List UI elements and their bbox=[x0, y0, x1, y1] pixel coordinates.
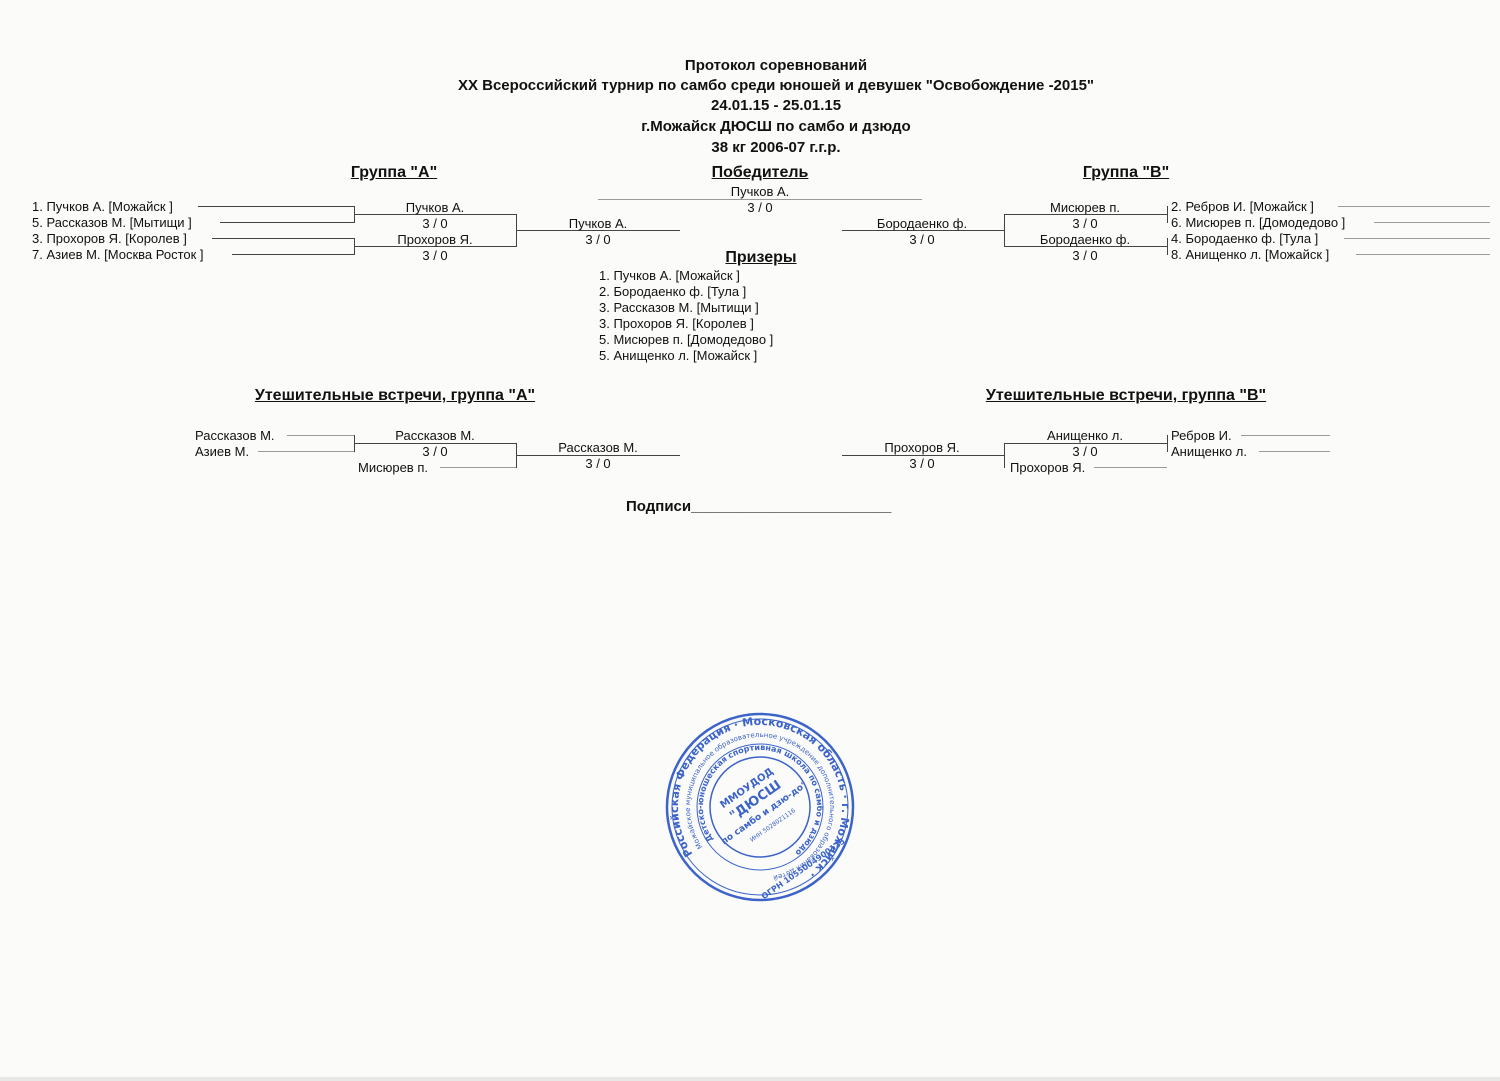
bracket-line bbox=[354, 246, 516, 247]
header-line-5: 38 кг 2006-07 г.г.р. bbox=[711, 139, 841, 156]
group-b-semi2-score: 3 / 0 bbox=[1072, 248, 1098, 263]
group-b-entry-1: 2. Ребров И. [Можайск ] bbox=[1171, 199, 1314, 214]
bracket-line bbox=[1241, 435, 1330, 436]
group-b-semi1-score: 3 / 0 bbox=[1072, 216, 1098, 231]
bracket-line bbox=[198, 206, 354, 207]
signatures-field: Подписи________________________ bbox=[626, 498, 891, 516]
bracket-line bbox=[1094, 467, 1167, 468]
group-a-final-name: Пучков А. bbox=[568, 216, 628, 231]
group-b-entry-2: 6. Мисюрев п. [Домодедово ] bbox=[1171, 215, 1346, 230]
group-a-semi1-name: Пучков А. bbox=[405, 200, 465, 215]
group-b-final-name: Бородаенко ф. bbox=[876, 216, 968, 231]
bracket-line bbox=[354, 214, 516, 215]
stamp-middle-text: Можайское муниципальное образовательное … bbox=[660, 707, 860, 907]
header-line-2: XX Всероссийский турнир по самбо среди ю… bbox=[457, 77, 1095, 94]
group-b-entry-3: 4. Бородаенко ф. [Тула ] bbox=[1171, 231, 1319, 246]
bracket-line bbox=[1374, 222, 1490, 223]
bracket-line bbox=[1167, 435, 1168, 452]
winner-score: 3 / 0 bbox=[747, 200, 773, 215]
consolation-b-r1-score: 3 / 0 bbox=[1072, 444, 1098, 459]
winner-line bbox=[598, 199, 922, 200]
consolation-a-player-1: Рассказов М. bbox=[195, 428, 275, 443]
bracket-line bbox=[1004, 443, 1005, 468]
consolation-b-final-score: 3 / 0 bbox=[909, 456, 935, 471]
consolation-a-player-2: Азиев М. bbox=[195, 444, 250, 459]
bracket-line bbox=[1167, 238, 1168, 255]
stamp-ring bbox=[696, 743, 824, 871]
prizer-item: 5. Анищенко л. [Можайск ] bbox=[599, 348, 758, 363]
header-line-3: 24.01.15 - 25.01.15 bbox=[710, 97, 842, 114]
stamp-ring bbox=[665, 712, 855, 902]
signatures-line: ________________________ bbox=[691, 498, 892, 515]
bracket-line bbox=[516, 230, 680, 231]
group-a-semi1-score: 3 / 0 bbox=[422, 216, 448, 231]
group-a-entry-2: 5. Рассказов М. [Мытищи ] bbox=[32, 215, 192, 230]
consolation-a-final-score: 3 / 0 bbox=[585, 456, 611, 471]
bracket-line bbox=[516, 455, 680, 456]
prizer-item: 3. Прохоров Я. [Королев ] bbox=[599, 316, 754, 331]
consolation-b-title: Утешительные встречи, группа "В" bbox=[985, 387, 1267, 404]
stamp-ring bbox=[709, 756, 811, 858]
bracket-line bbox=[232, 254, 354, 255]
consolation-b-player-1: Ребров И. bbox=[1171, 428, 1232, 443]
group-b-title: Группа "В" bbox=[1082, 164, 1170, 181]
prizer-item: 3. Рассказов М. [Мытищи ] bbox=[599, 300, 759, 315]
group-a-entry-4: 7. Азиев М. [Москва Росток ] bbox=[32, 247, 204, 262]
bracket-line bbox=[1356, 254, 1490, 255]
consolation-b-r1-opponent: Прохоров Я. bbox=[1010, 460, 1086, 475]
bracket-line bbox=[1167, 206, 1168, 223]
prizers-title: Призеры bbox=[725, 249, 797, 266]
prizer-item: 5. Мисюрев п. [Домодедово ] bbox=[599, 332, 774, 347]
scan-edge bbox=[0, 1077, 1500, 1081]
bracket-line bbox=[287, 435, 354, 436]
stamp-ring bbox=[671, 718, 849, 896]
group-a-semi2-name: Прохоров Я. bbox=[397, 232, 473, 247]
bracket-line bbox=[1004, 214, 1167, 215]
bracket-line bbox=[842, 230, 1004, 231]
prizer-item: 1. Пучков А. [Можайск ] bbox=[599, 268, 740, 283]
bracket-line bbox=[212, 238, 354, 239]
group-a-entry-3: 3. Прохоров Я. [Королев ] bbox=[32, 231, 187, 246]
group-a-title: Группа "А" bbox=[350, 164, 438, 181]
consolation-a-title: Утешительные встречи, группа "А" bbox=[254, 387, 536, 404]
winner-name: Пучков А. bbox=[730, 184, 790, 199]
winner-title: Победитель bbox=[711, 164, 809, 181]
consolation-a-final-name: Рассказов М. bbox=[558, 440, 638, 455]
consolation-b-r1-name: Анищенко л. bbox=[1047, 428, 1123, 443]
bracket-line bbox=[1338, 206, 1490, 207]
signatures-label: Подписи bbox=[626, 498, 692, 515]
bracket-line bbox=[1004, 443, 1167, 444]
group-b-final-score: 3 / 0 bbox=[909, 232, 935, 247]
official-stamp: Российская Федерация · Московская област… bbox=[660, 707, 860, 907]
group-a-entry-1: 1. Пучков А. [Можайск ] bbox=[32, 199, 173, 214]
header-line-4: г.Можайск ДЮСШ по самбо и дзюдо bbox=[641, 118, 911, 135]
bracket-line bbox=[354, 443, 516, 444]
bracket-line bbox=[1259, 451, 1330, 452]
group-b-semi2-name: Бородаенко ф. bbox=[1039, 232, 1131, 247]
bracket-line bbox=[220, 222, 354, 223]
group-a-final-score: 3 / 0 bbox=[585, 232, 611, 247]
group-a-semi2-score: 3 / 0 bbox=[422, 248, 448, 263]
header-line-1: Протокол соревнований bbox=[684, 57, 868, 74]
bracket-line bbox=[1344, 238, 1490, 239]
prizer-item: 2. Бородаенко ф. [Тула ] bbox=[599, 284, 747, 299]
bracket-line bbox=[258, 451, 354, 452]
consolation-b-player-2: Анищенко л. bbox=[1171, 444, 1247, 459]
consolation-a-r1-opponent: Мисюрев п. bbox=[358, 460, 428, 475]
consolation-a-r1-name: Рассказов М. bbox=[395, 428, 475, 443]
bracket-line bbox=[440, 467, 516, 468]
group-b-semi1-name: Мисюрев п. bbox=[1050, 200, 1120, 215]
consolation-a-r1-score: 3 / 0 bbox=[422, 444, 448, 459]
bracket-line bbox=[1004, 246, 1167, 247]
group-b-entry-4: 8. Анищенко л. [Можайск ] bbox=[1171, 247, 1330, 262]
bracket-line bbox=[1004, 214, 1005, 247]
consolation-b-final-name: Прохоров Я. bbox=[884, 440, 960, 455]
bracket-line bbox=[842, 455, 1004, 456]
